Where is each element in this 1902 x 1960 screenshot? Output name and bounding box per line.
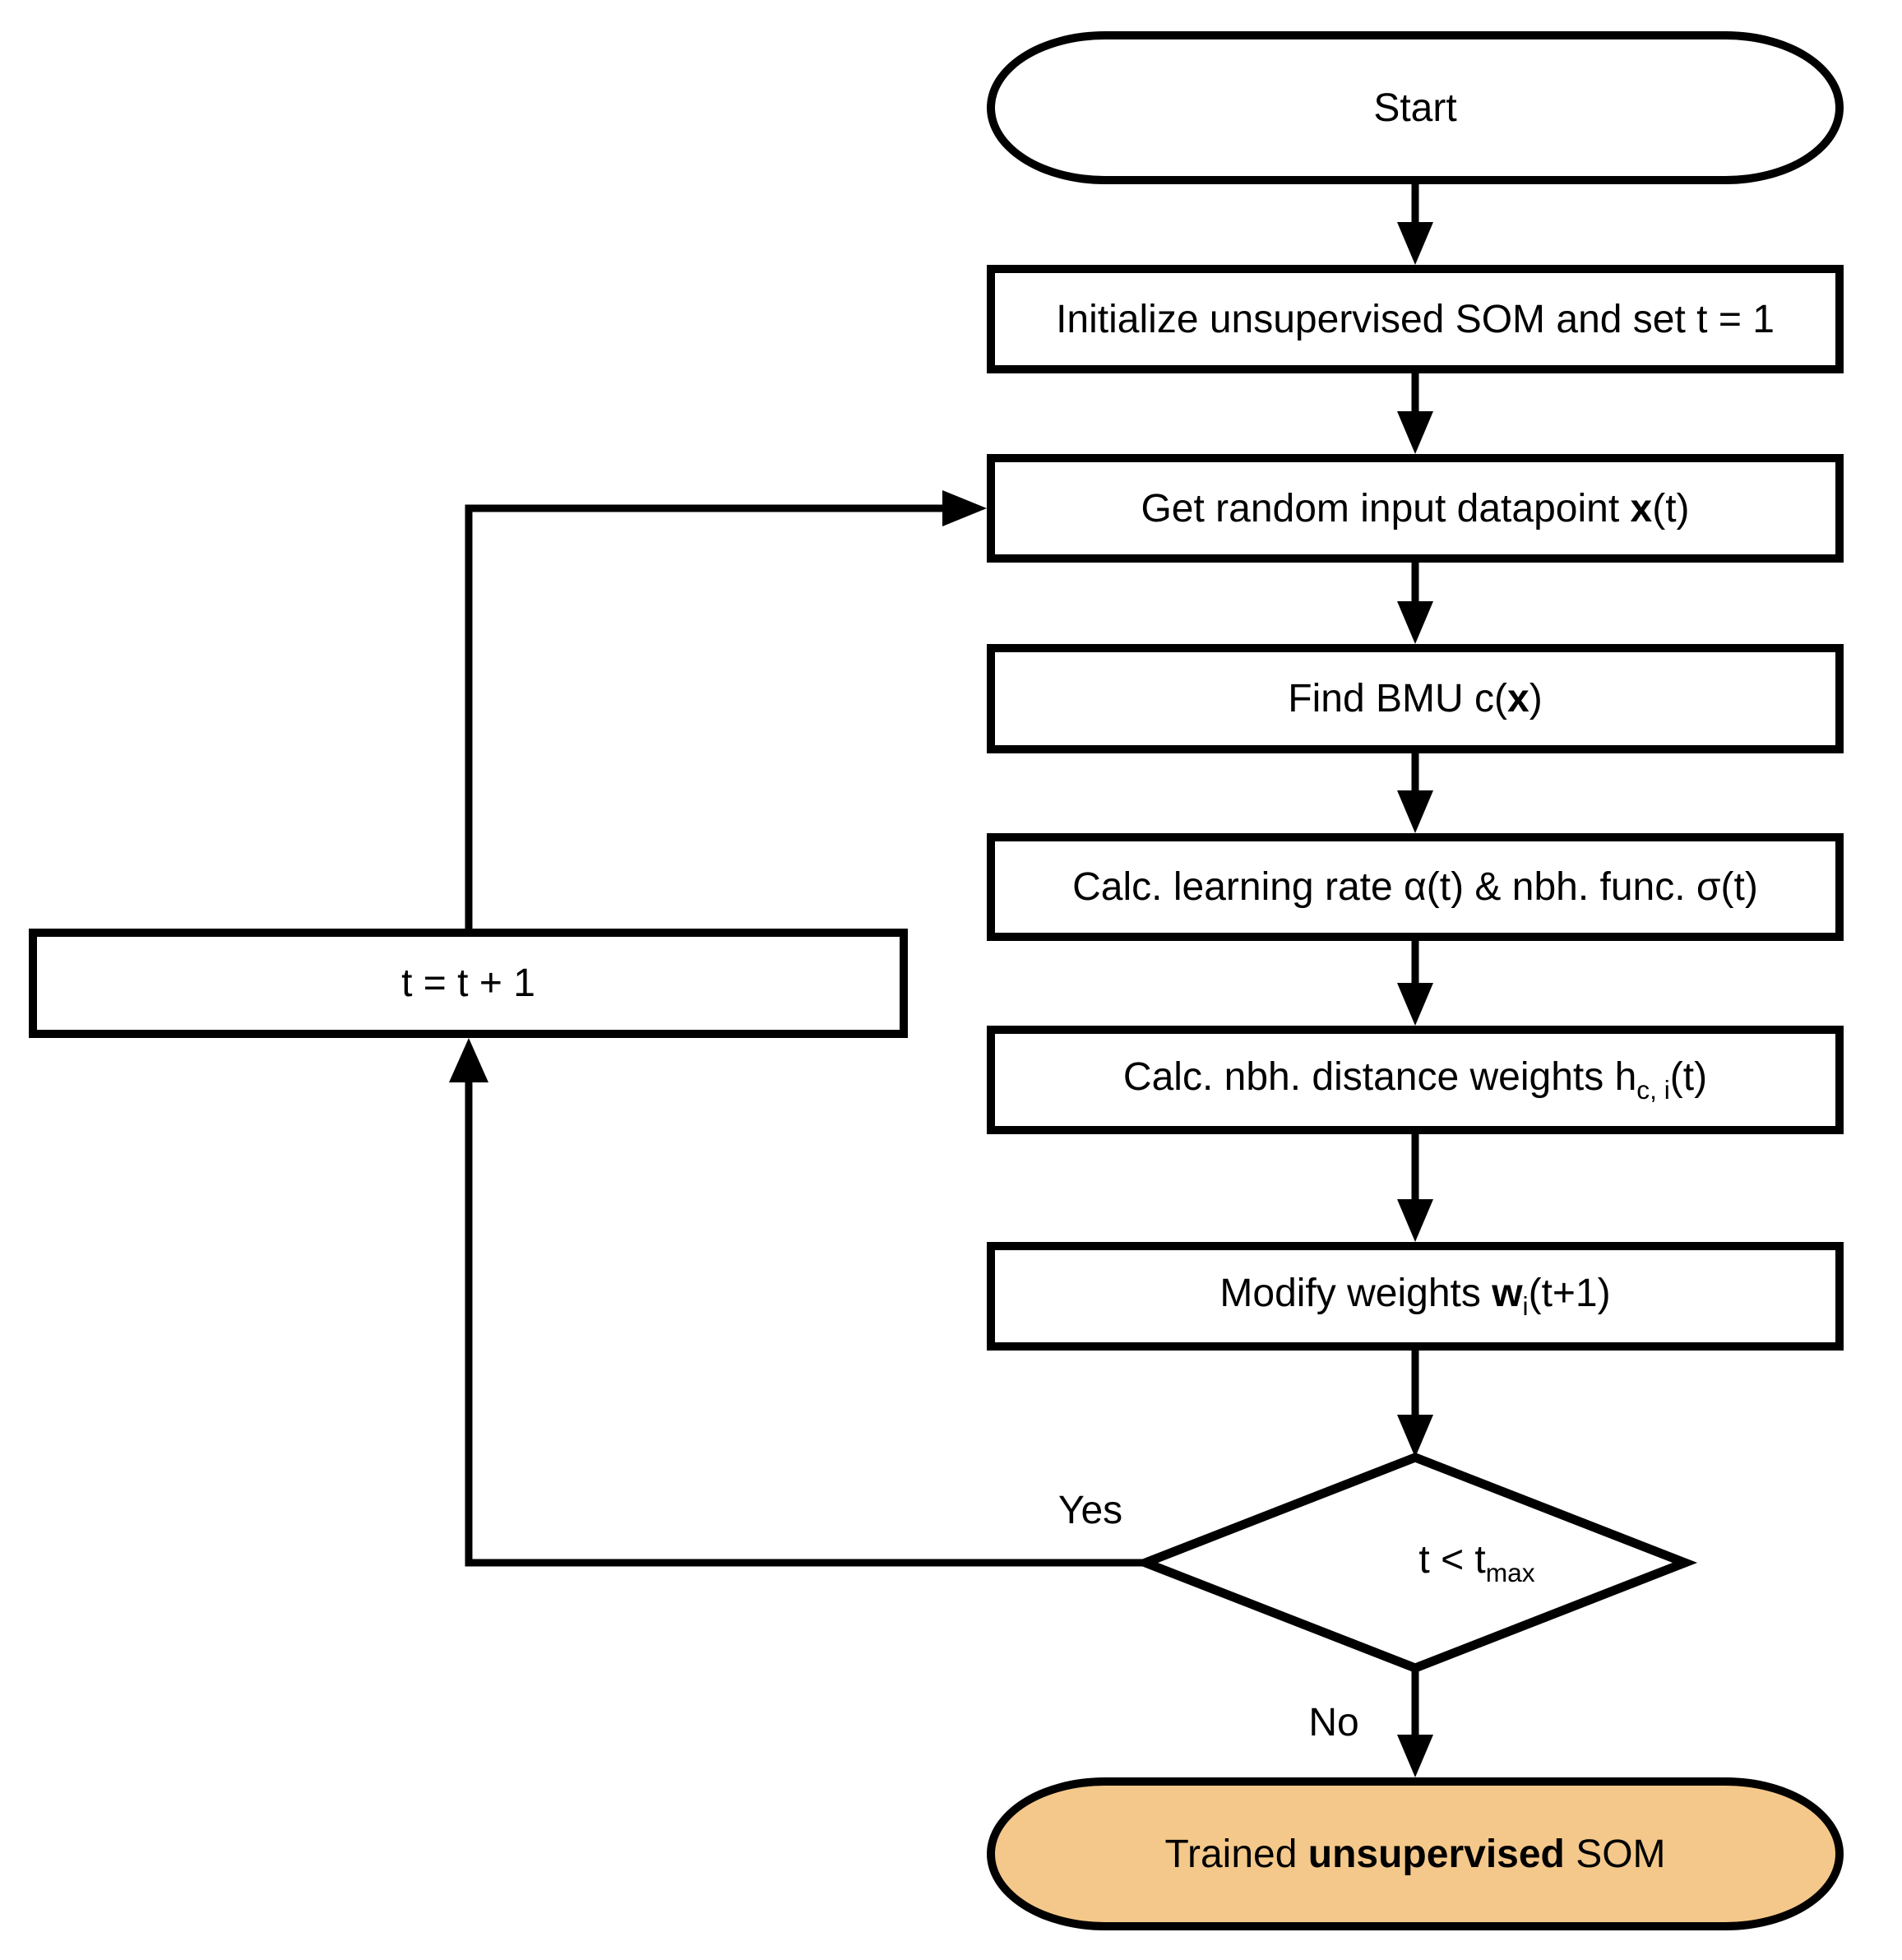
end-node-label: Trained unsupervised SOM xyxy=(1164,1832,1666,1876)
start-node-label: Start xyxy=(1373,86,1457,130)
calc-weights-node-label: Calc. nbh. distance weights hc, i(t) xyxy=(1122,1054,1708,1105)
increment-node-label: t = t + 1 xyxy=(401,961,535,1005)
arrowhead-get-input-to-find-bmu xyxy=(1397,601,1433,644)
arrowhead-find-bmu-to-calc-rate xyxy=(1397,790,1433,833)
process-init-node: Initialize unsupervised SOM and set t = … xyxy=(987,265,1844,373)
terminal-end-node: Trained unsupervised SOM xyxy=(987,1777,1844,1930)
process-calc-weights-node: Calc. nbh. distance weights hc, i(t) xyxy=(987,1026,1844,1134)
decision-node-label: t < tmax xyxy=(1145,1457,1685,1668)
edge-label-no: No xyxy=(1308,1700,1359,1745)
find-bmu-node-label: Find BMU c(x) xyxy=(1288,677,1543,721)
process-increment-node: t = t + 1 xyxy=(29,929,908,1038)
arrowhead-decision-to-end xyxy=(1397,1735,1433,1777)
modify-weights-node-label: Modify weights wi(t+1) xyxy=(1219,1271,1611,1322)
init-node-label: Initialize unsupervised SOM and set t = … xyxy=(1056,297,1775,341)
calc-rate-node-label: Calc. learning rate α(t) & nbh. func. σ(… xyxy=(1072,865,1758,909)
process-get-input-node: Get random input datapoint x(t) xyxy=(987,454,1844,563)
decision-condition-text: t < tmax xyxy=(1418,1537,1535,1588)
arrowhead-init-to-get-input xyxy=(1397,411,1433,454)
arrowhead-decision-to-increment xyxy=(449,1038,488,1082)
edge-label-yes: Yes xyxy=(1057,1488,1123,1532)
terminal-start-node: Start xyxy=(987,31,1844,184)
process-find-bmu-node: Find BMU c(x) xyxy=(987,644,1844,753)
process-modify-weights-node: Modify weights wi(t+1) xyxy=(987,1242,1844,1351)
edge-decision-to-increment xyxy=(465,1082,1145,1567)
arrowhead-modify-to-decision xyxy=(1397,1415,1433,1457)
edge-increment-to-get-input xyxy=(465,504,946,929)
arrowhead-increment-to-get-input xyxy=(942,490,987,526)
arrowhead-start-to-init xyxy=(1397,222,1433,265)
arrowhead-calc-rate-to-calc-weights xyxy=(1397,983,1433,1026)
process-calc-rate-node: Calc. learning rate α(t) & nbh. func. σ(… xyxy=(987,833,1844,941)
arrowhead-calc-weights-to-modify xyxy=(1397,1199,1433,1242)
get-input-node-label: Get random input datapoint x(t) xyxy=(1141,486,1690,531)
